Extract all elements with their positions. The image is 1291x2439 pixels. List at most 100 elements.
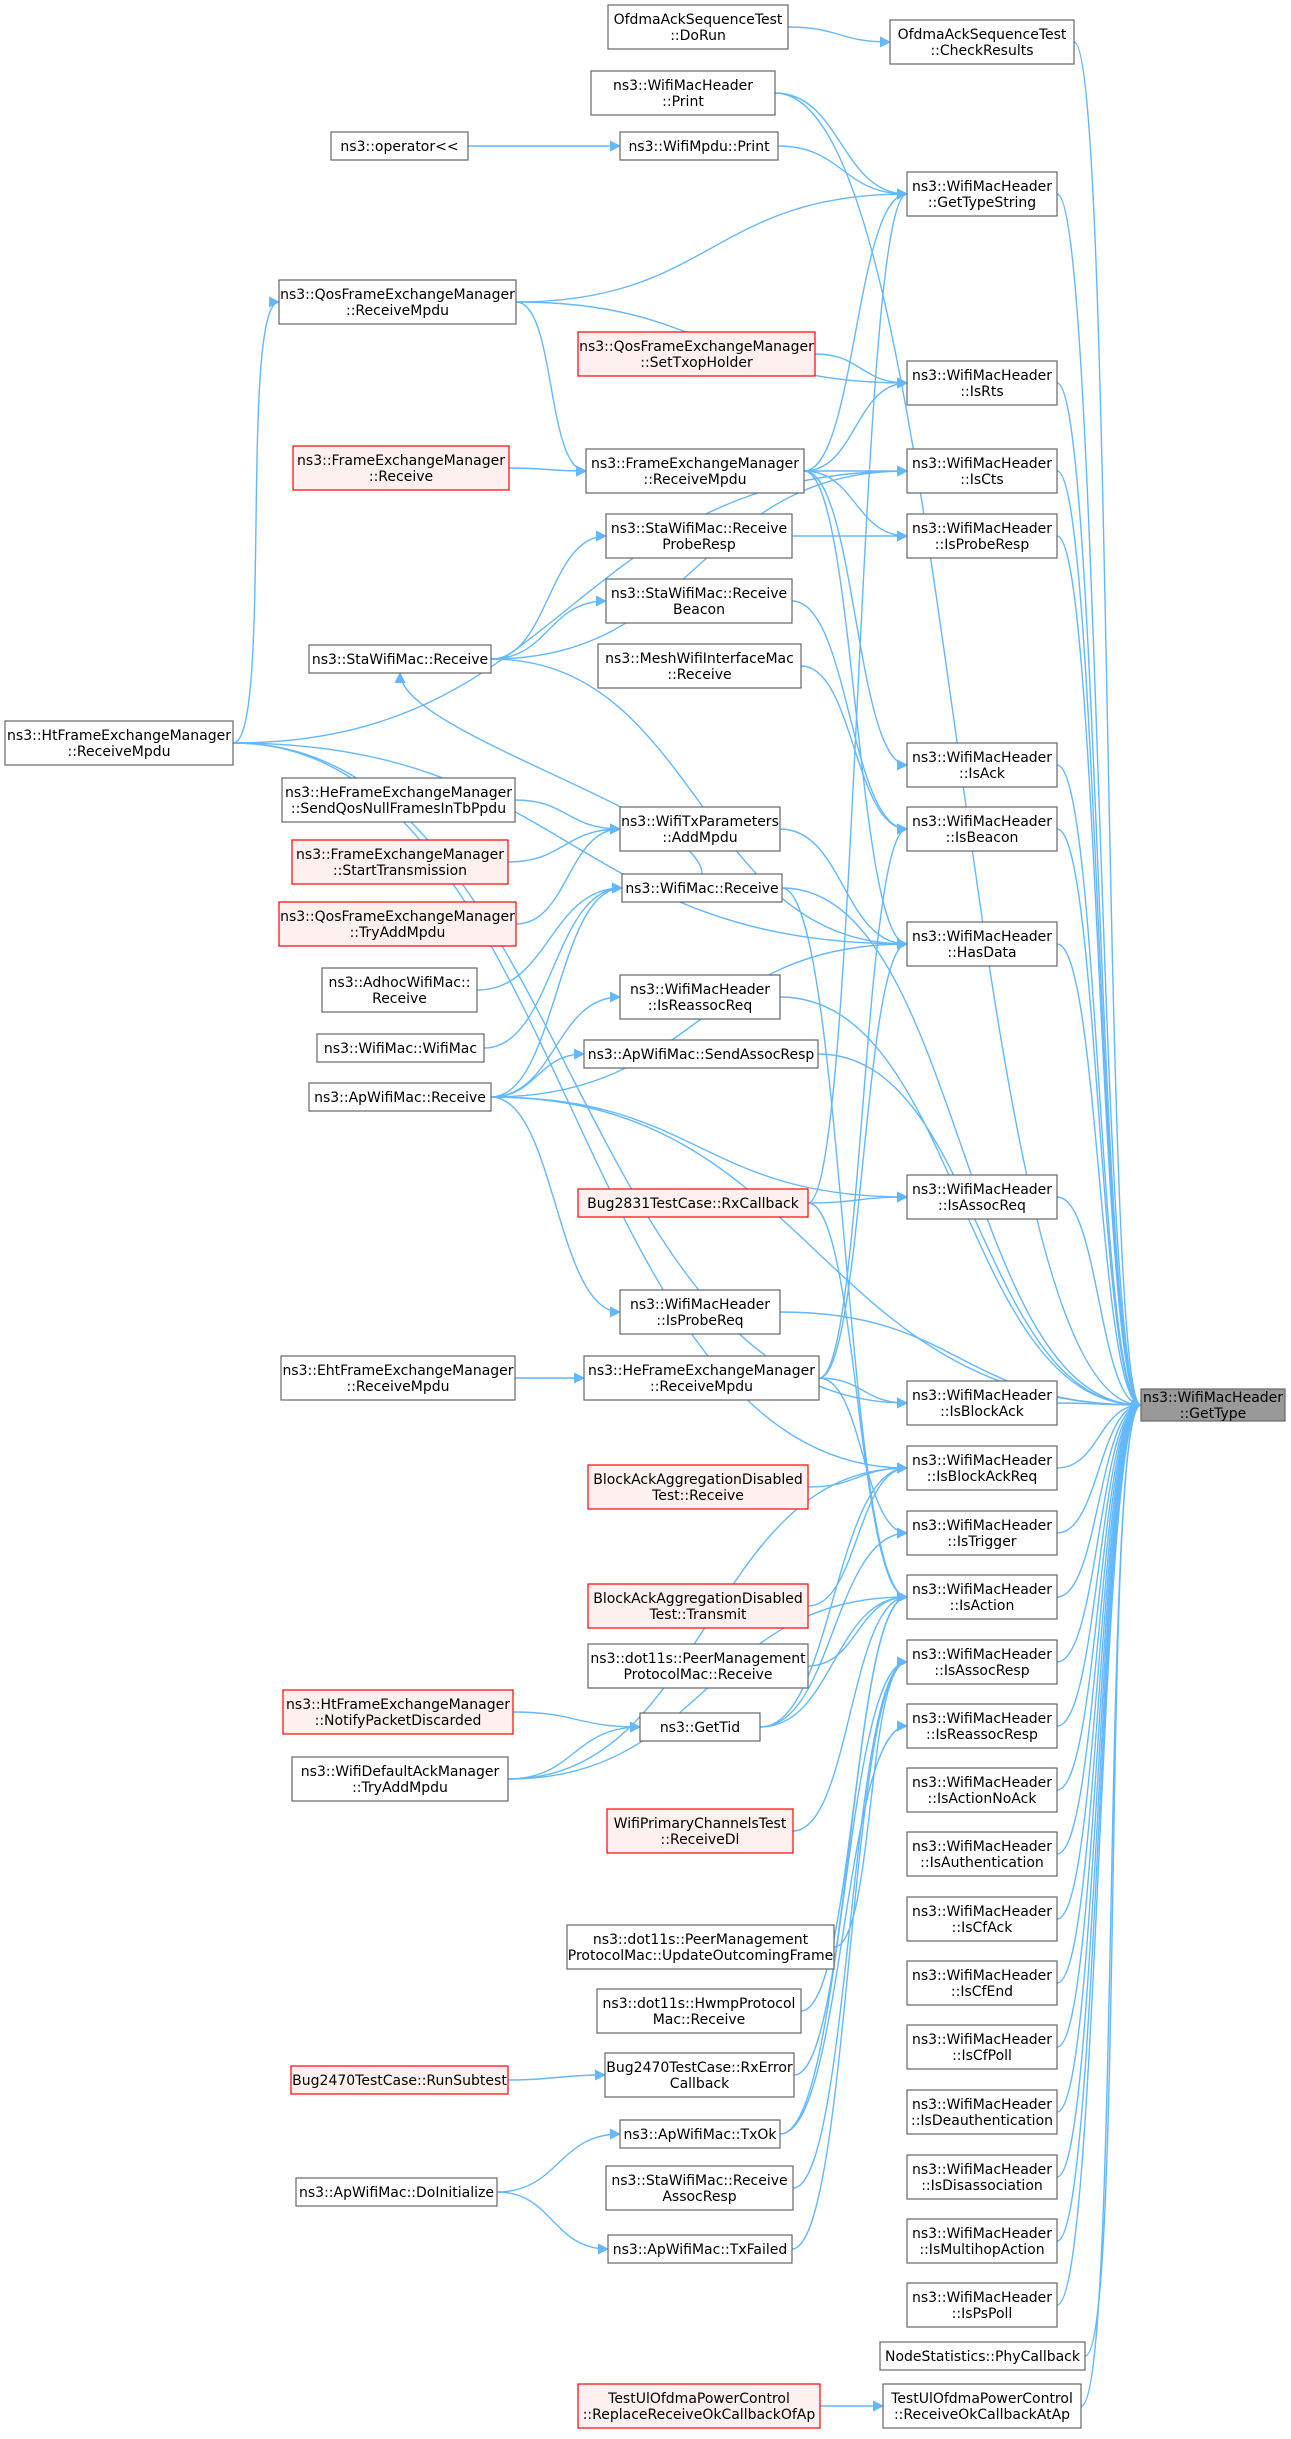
node-he-recv-mpdu[interactable]: ns3::HeFrameExchangeManager::ReceiveMpdu [583, 1355, 820, 1401]
node-label-line: ns3::WifiMacHeader [912, 1968, 1052, 1984]
node-is-reassoc-resp[interactable]: ns3::WifiMacHeader::IsReassocResp [906, 1703, 1058, 1749]
edge-ht-recv-mpdu-to-qos-recv-mpdu [232, 296, 281, 744]
node-bug2470-run[interactable]: Bug2470TestCase::RunSubtest [290, 2065, 509, 2095]
edge-ofdma-check-to-target [1073, 41, 1143, 1411]
node-is-block-ack-req[interactable]: ns3::WifiMacHeader::IsBlockAckReq [906, 1445, 1058, 1491]
node-qos-try-add[interactable]: ns3::QosFrameExchangeManager::TryAddMpdu [278, 901, 517, 947]
node-bug2831[interactable]: Bug2831TestCase::RxCallback [577, 1188, 809, 1218]
node-is-auth[interactable]: ns3::WifiMacHeader::IsAuthentication [906, 1831, 1058, 1877]
edge-is-cf-ack-to-target [1056, 1399, 1143, 1920]
node-primary-recv-dl[interactable]: WifiPrimaryChannelsTest::ReceiveDl [606, 1808, 794, 1854]
node-is-block-ack[interactable]: ns3::WifiMacHeader::IsBlockAck [906, 1380, 1058, 1426]
node-label-line: ns3::WifiMacHeader [613, 78, 753, 94]
node-peer-mgmt-recv[interactable]: ns3::dot11s::PeerManagementProtocolMac::… [587, 1643, 809, 1689]
node-label-line: Beacon [673, 602, 725, 618]
node-get-tid[interactable]: ns3::GetTid [639, 1712, 761, 1742]
node-ap-do-init[interactable]: ns3::ApWifiMac::DoInitialize [295, 2177, 498, 2207]
node-box [906, 1703, 1058, 1749]
node-is-cf-poll[interactable]: ns3::WifiMacHeader::IsCfPoll [906, 2024, 1058, 2070]
node-eht-recv-mpdu[interactable]: ns3::EhtFrameExchangeManager::ReceiveMpd… [280, 1355, 516, 1401]
node-is-multihop[interactable]: ns3::WifiMacHeader::IsMultihopAction [906, 2218, 1058, 2264]
node-is-probe-resp[interactable]: ns3::WifiMacHeader::IsProbeResp [906, 513, 1058, 559]
node-get-type-string[interactable]: ns3::WifiMacHeader::GetTypeString [906, 171, 1058, 217]
node-label-line: ns3::WifiMacHeader [912, 521, 1052, 537]
node-is-probe-req[interactable]: ns3::WifiMacHeader::IsProbeReq [619, 1289, 781, 1335]
edge-sta-receive-to-sta-recv-probe-resp [490, 530, 608, 660]
node-ofdma-do-run[interactable]: OfdmaAckSequenceTest::DoRun [607, 4, 789, 50]
node-is-rts[interactable]: ns3::WifiMacHeader::IsRts [906, 360, 1058, 406]
node-ba-transmit[interactable]: BlockAckAggregationDisabledTest::Transmi… [587, 1583, 809, 1629]
node-box [906, 1639, 1058, 1685]
node-is-disassoc[interactable]: ns3::WifiMacHeader::IsDisassociation [906, 2154, 1058, 2200]
node-ap-receive[interactable]: ns3::ApWifiMac::Receive [308, 1082, 492, 1112]
node-is-reassoc-req[interactable]: ns3::WifiMacHeader::IsReassocReq [619, 974, 781, 1020]
node-is-deauth[interactable]: ns3::WifiMacHeader::IsDeauthentication [906, 2089, 1058, 2135]
node-label-line: ::IsCfEnd [951, 1984, 1013, 2000]
node-fe-receive[interactable]: ns3::FrameExchangeManager::Receive [292, 445, 510, 491]
node-he-send-qos[interactable]: ns3::HeFrameExchangeManager::SendQosNull… [281, 777, 516, 823]
node-ap-tx-failed[interactable]: ns3::ApWifiMac::TxFailed [607, 2234, 793, 2264]
node-node-stats[interactable]: NodeStatistics::PhyCallback [879, 2341, 1086, 2371]
node-peer-mgmt-update[interactable]: ns3::dot11s::PeerManagementProtocolMac::… [566, 1924, 835, 1970]
node-box [906, 2024, 1058, 2070]
node-ul-receive-ok[interactable]: TestUlOfdmaPowerControl::ReceiveOkCallba… [882, 2383, 1082, 2429]
node-mpdu-print[interactable]: ns3::WifiMpdu::Print [619, 131, 779, 161]
node-ul-replace[interactable]: TestUlOfdmaPowerControl::ReplaceReceiveO… [577, 2383, 821, 2429]
node-label-line: Callback [670, 2076, 730, 2092]
node-box [619, 974, 781, 1020]
node-is-assoc-resp[interactable]: ns3::WifiMacHeader::IsAssocResp [906, 1639, 1058, 1685]
node-default-ack-try[interactable]: ns3::WifiDefaultAckManager::TryAddMpdu [291, 1756, 509, 1802]
node-mesh-recv[interactable]: ns3::MeshWifiInterfaceMac::Receive [597, 643, 802, 689]
node-ht-recv-mpdu[interactable]: ns3::HtFrameExchangeManager::ReceiveMpdu [4, 720, 234, 766]
node-is-beacon[interactable]: ns3::WifiMacHeader::IsBeacon [906, 806, 1058, 852]
node-is-cts[interactable]: ns3::WifiMacHeader::IsCts [906, 448, 1058, 494]
node-ht-notify[interactable]: ns3::HtFrameExchangeManager::NotifyPacke… [282, 1689, 514, 1735]
node-adhoc-recv[interactable]: ns3::AdhocWifiMac::Receive [321, 967, 478, 1013]
node-is-trigger[interactable]: ns3::WifiMacHeader::IsTrigger [906, 1510, 1058, 1556]
node-label-line: ProtocolMac::Receive [623, 1667, 772, 1683]
edge-qos-try-add-to-tx-params-add [515, 823, 622, 925]
node-fe-start-tx[interactable]: ns3::FrameExchangeManager::StartTransmis… [291, 839, 509, 885]
node-ofdma-check[interactable]: OfdmaAckSequenceTest::CheckResults [889, 19, 1075, 65]
node-is-ps-poll[interactable]: ns3::WifiMacHeader::IsPsPoll [906, 2282, 1058, 2328]
node-qos-set-txop[interactable]: ns3::QosFrameExchangeManager::SetTxopHol… [577, 331, 816, 377]
edge-is-probe-resp-to-target [1056, 535, 1143, 1411]
node-is-cf-ack[interactable]: ns3::WifiMacHeader::IsCfAck [906, 1896, 1058, 1942]
node-target[interactable]: ns3::WifiMacHeader::GetType [1140, 1388, 1286, 1422]
node-qos-recv-mpdu[interactable]: ns3::QosFrameExchangeManager::ReceiveMpd… [278, 279, 517, 325]
node-is-action[interactable]: ns3::WifiMacHeader::IsAction [906, 1574, 1058, 1620]
edge-primary-recv-dl-to-is-action [792, 1591, 909, 1832]
node-ap-send-assoc[interactable]: ns3::ApWifiMac::SendAssocResp [583, 1039, 819, 1069]
node-box [607, 2234, 793, 2264]
node-tx-params-add[interactable]: ns3::WifiTxParameters::AddMpdu [619, 806, 781, 852]
node-is-action-no-ack[interactable]: ns3::WifiMacHeader::IsActionNoAck [906, 1767, 1058, 1813]
node-label-line: ::GetType [1180, 1406, 1247, 1422]
node-label-line: ns3::dot11s::HwmpProtocol [603, 1996, 796, 2012]
node-operator[interactable]: ns3::operator<< [330, 131, 469, 161]
node-ap-tx-ok[interactable]: ns3::ApWifiMac::TxOk [619, 2119, 781, 2149]
node-label-line: ::IsProbeResp [935, 537, 1030, 553]
edge-fe-recv-mpdu-to-is-rts [803, 377, 909, 472]
node-label-line: ::ReceiveDl [661, 1832, 740, 1848]
edge-get-type-string-to-target [1056, 193, 1143, 1411]
node-sta-receive[interactable]: ns3::StaWifiMac::Receive [308, 644, 492, 674]
node-label-line: ::IsAck [959, 766, 1006, 782]
node-fe-recv-mpdu[interactable]: ns3::FrameExchangeManager::ReceiveMpdu [585, 448, 805, 494]
node-is-ack[interactable]: ns3::WifiMacHeader::IsAck [906, 742, 1058, 788]
node-box [619, 2119, 781, 2149]
node-label-line: Bug2470TestCase::RunSubtest [292, 2073, 507, 2089]
node-print[interactable]: ns3::WifiMacHeader::Print [590, 70, 776, 116]
node-wifi-mac-ctor[interactable]: ns3::WifiMac::WifiMac [316, 1033, 485, 1063]
node-is-cf-end[interactable]: ns3::WifiMacHeader::IsCfEnd [906, 1960, 1058, 2006]
node-has-data[interactable]: ns3::WifiMacHeader::HasData [906, 921, 1058, 967]
node-label-line: ::IsActionNoAck [928, 1791, 1038, 1807]
node-box [587, 1464, 809, 1510]
node-is-assoc-req[interactable]: ns3::WifiMacHeader::IsAssocReq [906, 1174, 1058, 1220]
node-wifi-mac-recv[interactable]: ns3::WifiMac::Receive [621, 873, 783, 903]
